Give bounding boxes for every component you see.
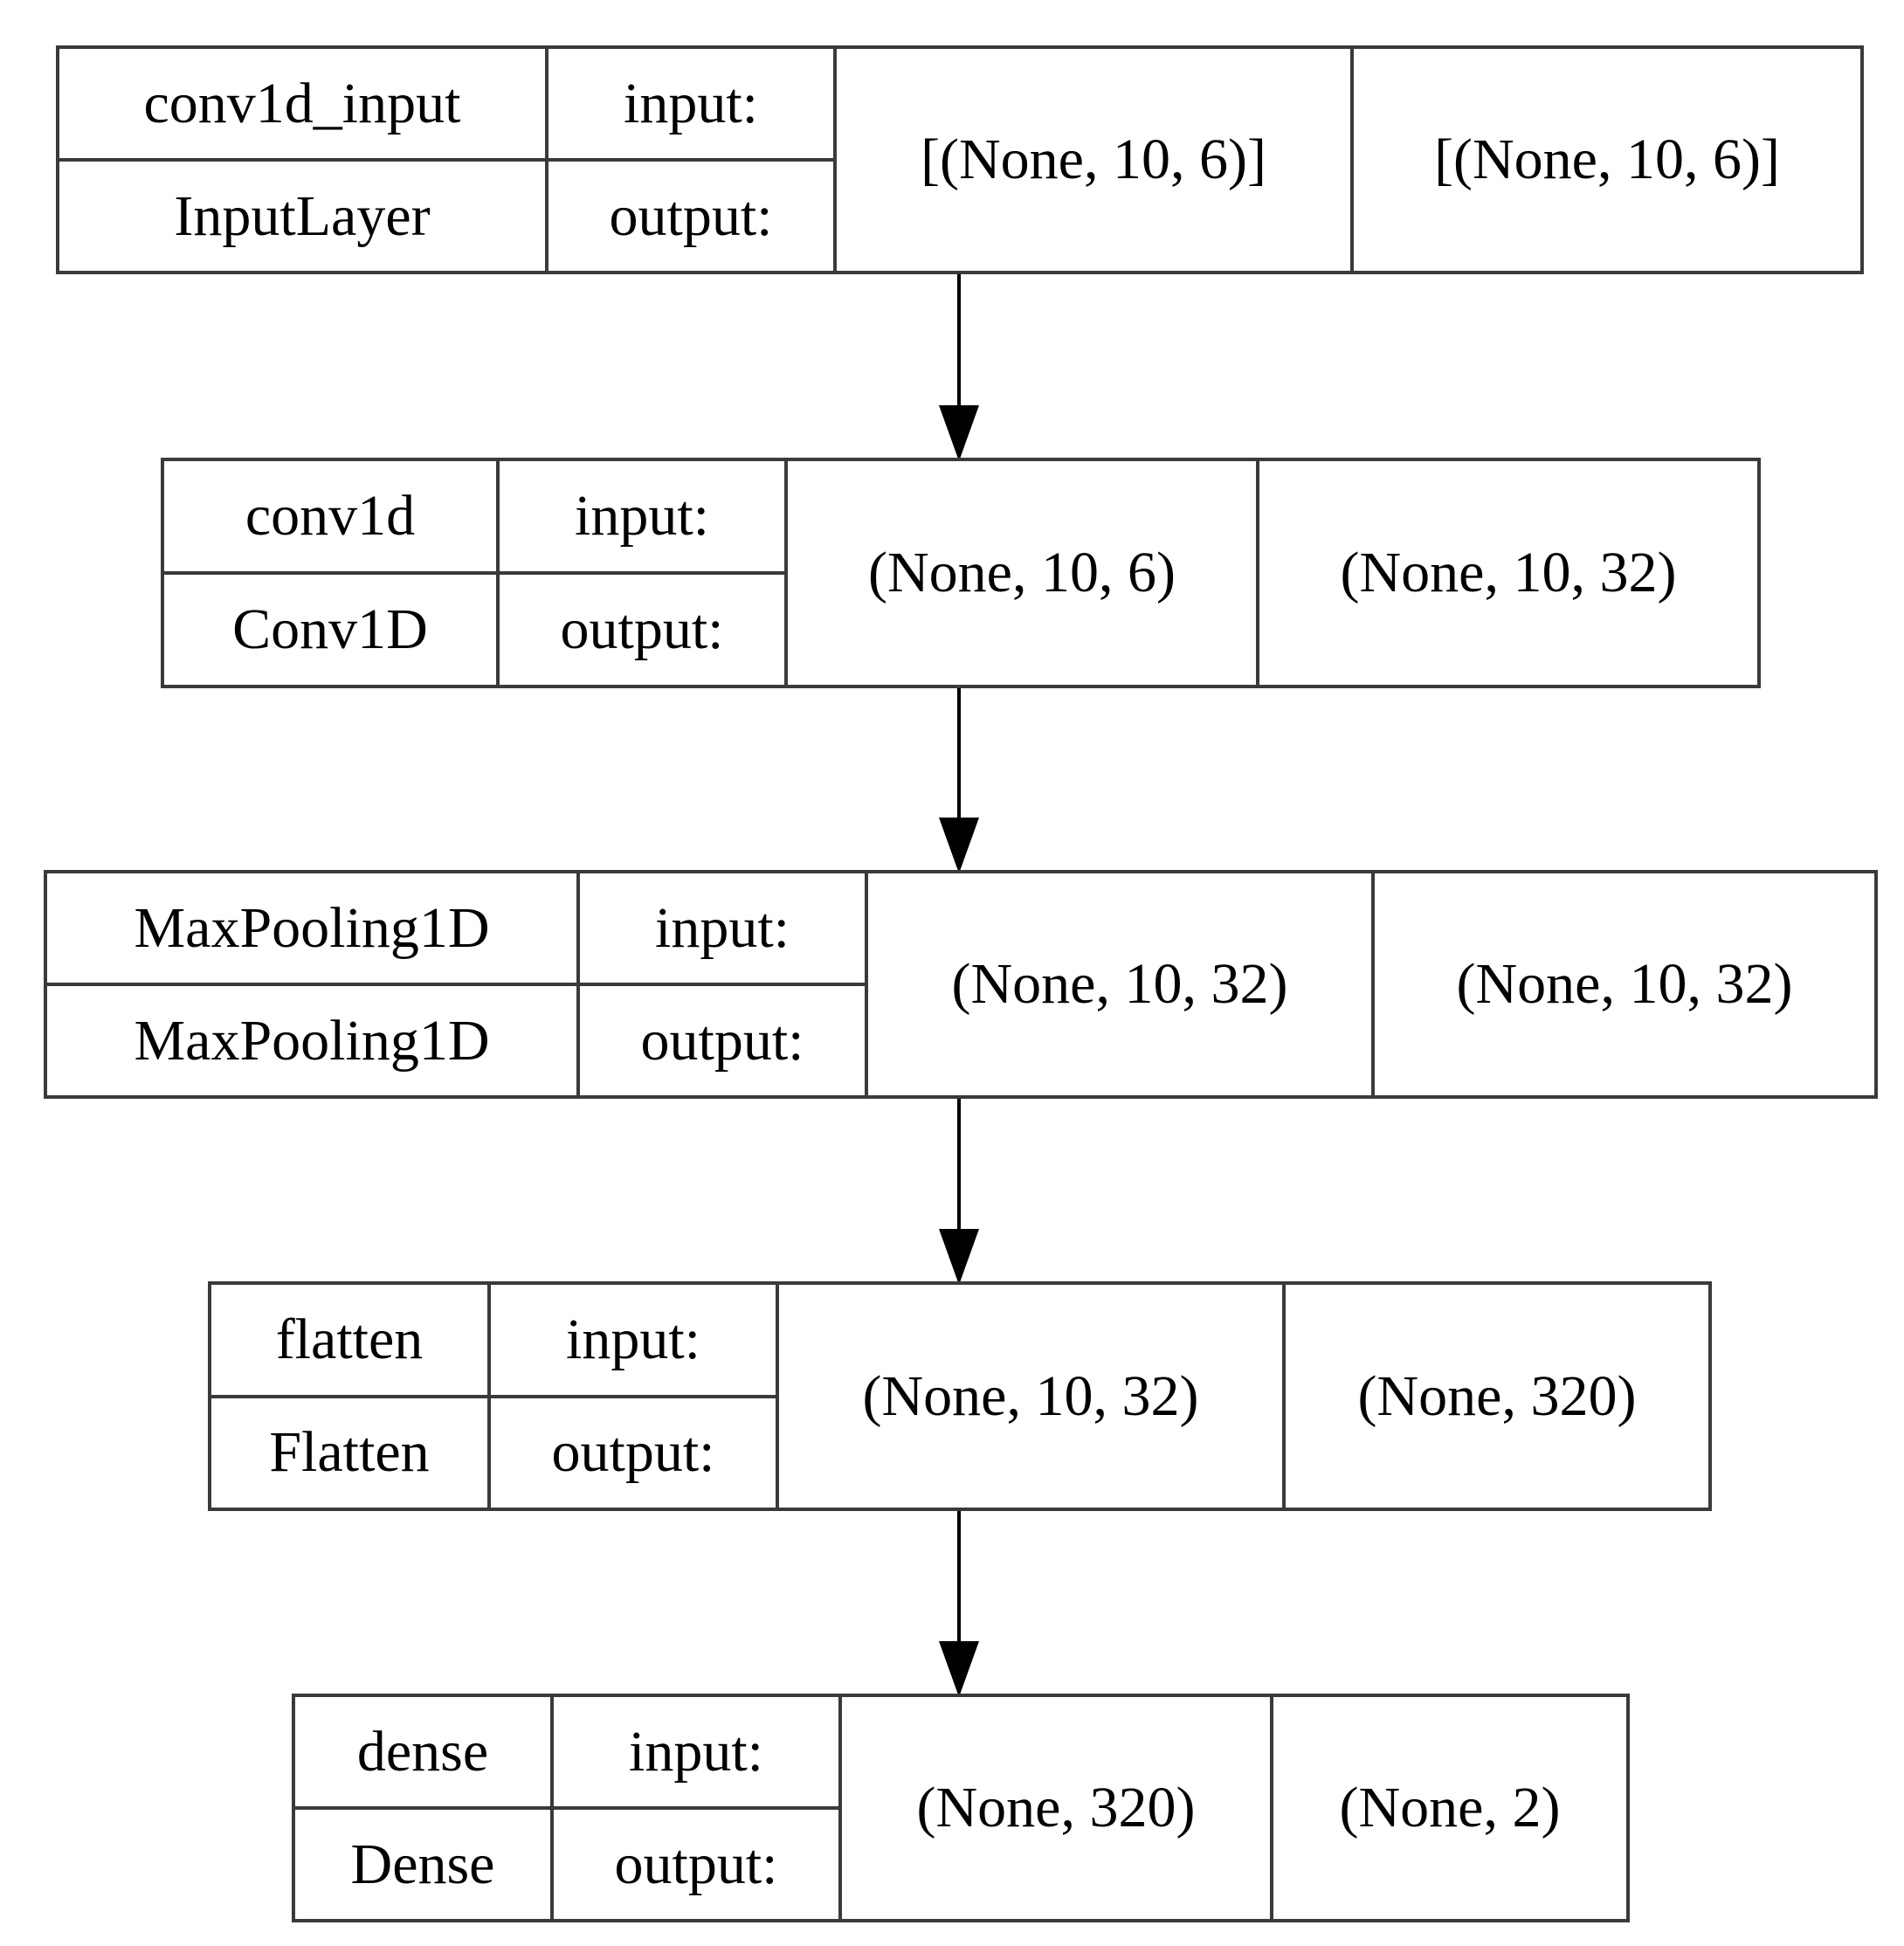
io-label-column: input: output:	[500, 461, 788, 685]
layer-name-column: conv1d Conv1D	[164, 461, 500, 685]
output-shape: (None, 2)	[1339, 1776, 1561, 1839]
arrow-1	[939, 274, 979, 461]
output-label: output:	[614, 1832, 778, 1896]
output-label: output:	[640, 1008, 804, 1073]
arrow-4	[939, 1511, 979, 1697]
io-label-column: input: output:	[554, 1697, 842, 1919]
layer-node-flatten: flatten Flatten input: output: (None, 10…	[208, 1281, 1712, 1511]
layer-name: conv1d_input	[59, 49, 545, 162]
input-label: input:	[548, 49, 833, 162]
io-label-column: input: output:	[548, 49, 837, 271]
layer-node-conv1d: conv1d Conv1D input: output: (None, 10, …	[161, 458, 1761, 688]
layer-type: Conv1D	[232, 597, 428, 661]
input-shape: (None, 10, 6)	[788, 461, 1259, 685]
output-label: output:	[551, 1420, 715, 1485]
layer-name: conv1d	[164, 461, 496, 575]
input-label: input:	[580, 873, 865, 986]
input-label: input:	[500, 461, 784, 575]
output-shape: [(None, 10, 6)]	[1434, 128, 1780, 191]
io-label-column: input: output:	[580, 873, 868, 1095]
layer-name-column: MaxPooling1D MaxPooling1D	[47, 873, 580, 1095]
arrow-3	[939, 1099, 979, 1285]
layer-node-maxpooling1d: MaxPooling1D MaxPooling1D input: output:…	[44, 870, 1878, 1099]
output-shape: (None, 10, 32)	[1456, 952, 1793, 1016]
input-shape: (None, 10, 32)	[868, 873, 1375, 1095]
layer-name: dense	[295, 1697, 550, 1810]
layer-name: flatten	[211, 1285, 487, 1398]
layer-name-column: flatten Flatten	[211, 1285, 491, 1508]
io-label-column: input: output:	[491, 1285, 779, 1508]
layer-node-conv1d-input: conv1d_input InputLayer input: output: […	[56, 45, 1864, 274]
output-label: output:	[609, 183, 773, 248]
arrow-2	[939, 688, 979, 873]
input-shape: [(None, 10, 6)]	[837, 49, 1354, 271]
layer-name: MaxPooling1D	[47, 873, 576, 986]
output-shape: (None, 320)	[1357, 1363, 1637, 1428]
layer-type: MaxPooling1D	[134, 1008, 490, 1073]
layer-node-dense: dense Dense input: output: (None, 320) (…	[292, 1694, 1630, 1922]
input-label: input:	[491, 1285, 776, 1398]
layer-name-column: dense Dense	[295, 1697, 554, 1919]
input-label: input:	[554, 1697, 838, 1810]
layer-type: Flatten	[269, 1420, 430, 1485]
output-label: output:	[560, 597, 724, 661]
layer-type: Dense	[350, 1832, 495, 1896]
output-shape: (None, 10, 32)	[1340, 541, 1677, 604]
layer-name-column: conv1d_input InputLayer	[59, 49, 548, 271]
input-shape: (None, 320)	[842, 1697, 1273, 1919]
layer-type: InputLayer	[174, 183, 431, 248]
input-shape: (None, 10, 32)	[779, 1285, 1286, 1508]
